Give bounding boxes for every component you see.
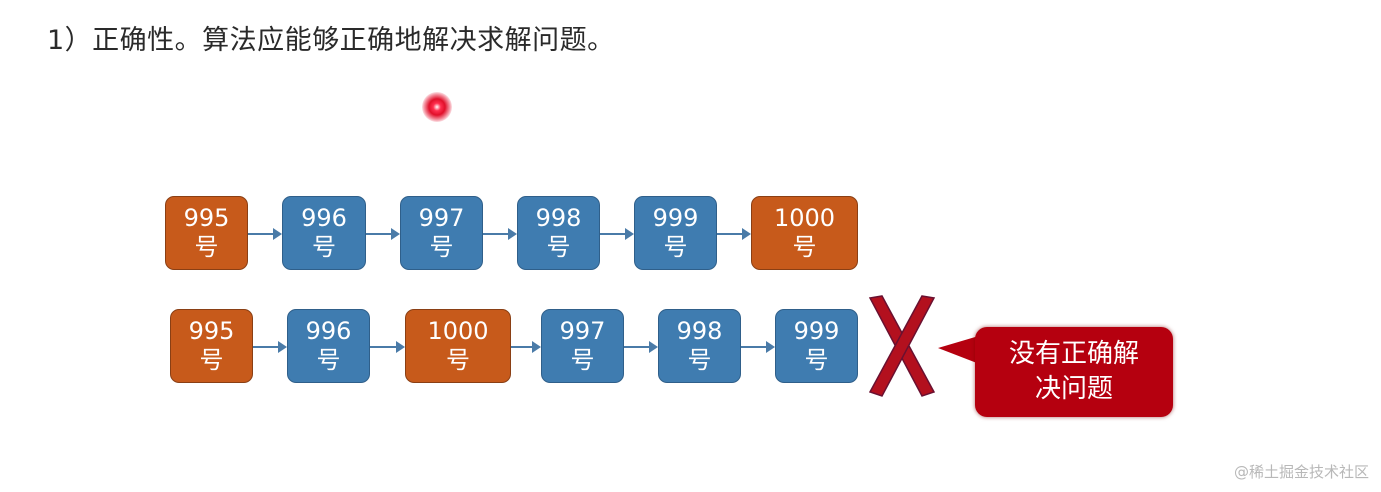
- node-998: 998 号: [517, 196, 600, 270]
- node-number: 1000: [427, 317, 489, 346]
- node-unit: 号: [570, 346, 595, 374]
- node-unit: 号: [194, 233, 219, 261]
- arrow-icon: [253, 341, 287, 353]
- node-unit: 号: [792, 233, 817, 261]
- node-unit: 号: [199, 346, 224, 374]
- node-997: 997 号: [400, 196, 483, 270]
- node-998: 998 号: [658, 309, 741, 383]
- node-unit: 号: [546, 233, 571, 261]
- arrow-icon: [624, 341, 658, 353]
- node-unit: 号: [316, 346, 341, 374]
- node-number: 996: [305, 317, 352, 346]
- slide-heading: 1）正确性。算法应能够正确地解决求解问题。: [47, 25, 615, 56]
- laser-pointer-dot: [422, 92, 452, 122]
- callout-pointer: [938, 335, 982, 365]
- callout-bubble: 没有正确解 决问题: [975, 327, 1173, 417]
- node-number: 998: [676, 317, 723, 346]
- arrow-icon: [483, 228, 517, 240]
- node-number: 995: [188, 317, 235, 346]
- node-unit: 号: [687, 346, 712, 374]
- node-number: 999: [652, 204, 699, 233]
- node-unit: 号: [663, 233, 688, 261]
- watermark: @稀土掘金技术社区: [1233, 463, 1369, 481]
- node-number: 998: [535, 204, 582, 233]
- node-number: 995: [183, 204, 230, 233]
- arrow-icon: [248, 228, 282, 240]
- node-1000: 1000 号: [751, 196, 858, 270]
- node-unit: 号: [446, 346, 470, 374]
- callout-line-2: 决问题: [1034, 374, 1113, 404]
- node-995: 995 号: [165, 196, 248, 270]
- node-unit: 号: [312, 233, 336, 261]
- arrow-icon: [717, 228, 751, 240]
- arrow-icon: [600, 228, 634, 240]
- arrow-icon: [370, 341, 405, 353]
- arrow-icon: [366, 228, 400, 240]
- node-999: 999 号: [775, 309, 858, 383]
- node-996: 996 号: [287, 309, 370, 383]
- arrow-icon: [511, 341, 541, 353]
- node-unit: 号: [804, 346, 829, 374]
- callout-line-1: 没有正确解: [1008, 338, 1139, 369]
- node-996: 996 号: [282, 196, 366, 270]
- node-997: 997 号: [541, 309, 624, 383]
- node-number: 997: [559, 317, 606, 346]
- node-1000: 1000 号: [405, 309, 511, 383]
- node-number: 997: [418, 204, 465, 233]
- cross-mark-icon: [868, 295, 936, 397]
- node-number: 996: [301, 204, 347, 233]
- node-995: 995 号: [170, 309, 253, 383]
- arrow-icon: [741, 341, 775, 353]
- node-unit: 号: [429, 233, 454, 261]
- node-number: 999: [793, 317, 840, 346]
- node-999: 999 号: [634, 196, 717, 270]
- node-number: 1000: [773, 204, 836, 233]
